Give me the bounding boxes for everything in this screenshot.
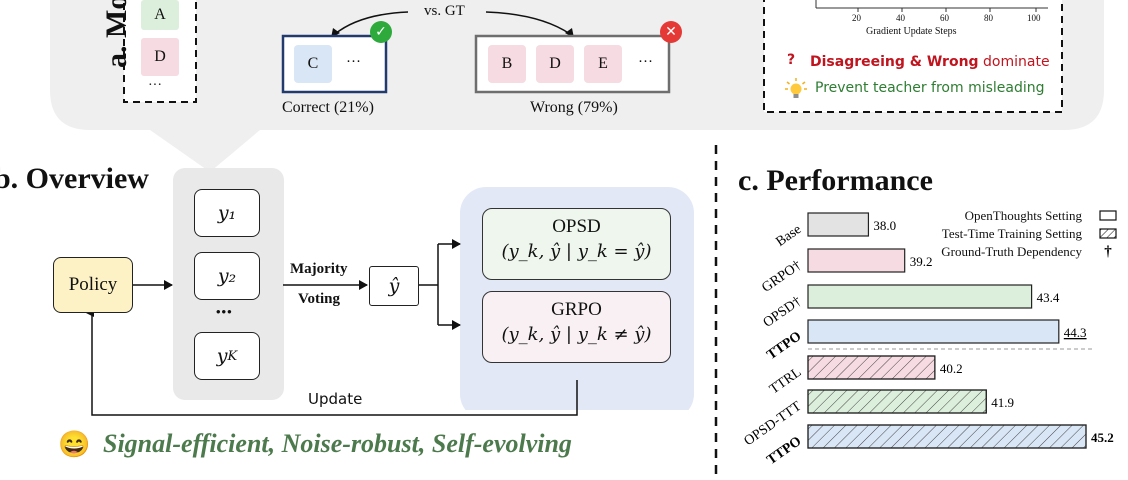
grpo-formula: (y_k, ŷ | y_k ≠ ŷ) (501, 324, 652, 345)
bar-hatch-5 (807, 355, 936, 380)
yhat-node: ŷ (369, 266, 419, 306)
note-disagreeing-bold: Disagreeing & Wrong (810, 54, 979, 70)
policy-node: Policy (53, 257, 133, 313)
wrong-item-d: D (536, 45, 574, 83)
update-label: Update (308, 390, 363, 408)
opsd-formula: (y_k, ŷ | y_k = ŷ) (501, 241, 652, 262)
wrong-item-e: E (584, 45, 622, 83)
correct-label: Correct (21%) (282, 99, 374, 116)
cross-icon: ✕ (660, 21, 682, 43)
legend-openthoughts: OpenThoughts Setting (964, 208, 1082, 223)
tick-40: 40 (896, 13, 905, 23)
panel-a-title-wrap: a. Mo (56, 0, 133, 68)
opsd-name: OPSD (552, 216, 601, 237)
tagline: Signal-efficient, Noise-robust, Self-evo… (103, 429, 572, 458)
tick-80: 80 (984, 13, 993, 23)
tick-20: 20 (852, 13, 861, 23)
panel-c-title: c. Performance (738, 164, 933, 197)
correct-item-c: C (294, 45, 332, 83)
left-item-a: A (141, 0, 179, 30)
wrong-item-b: B (488, 45, 526, 83)
lightbulb-icon (785, 78, 807, 100)
grpo-node: GRPO (y_k, ŷ | y_k ≠ ŷ) (482, 291, 671, 363)
value-label-4: 44.3 (1064, 325, 1087, 340)
note-disagreeing: Disagreeing & Wrong dominate (810, 54, 1050, 70)
note-disagreeing-rest: dominate (978, 54, 1050, 70)
legend-ttt: Test-Time Training Setting (941, 226, 1082, 241)
chart-xlabel: Gradient Update Steps (866, 26, 957, 37)
value-label-2: 39.2 (910, 254, 933, 269)
note-prevent: Prevent teacher from misleading (815, 80, 1045, 96)
left-item-more: ··· (148, 78, 162, 93)
wrong-label: Wrong (79%) (530, 99, 618, 116)
tick-100: 100 (1027, 13, 1041, 23)
voting-label: Voting (298, 291, 340, 307)
panel-b-title: b. Overview (0, 162, 149, 195)
sample-ellipsis: ••• (216, 304, 233, 319)
panel-divider (714, 145, 718, 480)
bar-1 (807, 212, 870, 237)
bar-hatch-7 (807, 424, 1087, 449)
sample-y2: y₂ (194, 252, 260, 300)
category-label-4: TTPO (764, 329, 804, 363)
left-item-d: D (141, 38, 179, 76)
check-icon: ✓ (370, 21, 392, 43)
category-label-7: TTPO (764, 434, 804, 468)
value-label-3: 43.4 (1037, 290, 1060, 305)
performance-chart: 38.0Base39.2GRPO†43.4OPSD†44.3TTPO40.2TT… (742, 210, 1117, 468)
bar-4 (807, 319, 1060, 344)
category-label-1: Base (773, 222, 804, 250)
opsd-node: OPSD (y_k, ŷ | y_k = ŷ) (482, 208, 671, 280)
value-label-6: 41.9 (991, 395, 1014, 410)
value-label-7: 45.2 (1091, 430, 1114, 445)
vs-gt-label: vs. GT (424, 3, 465, 19)
value-label-5: 40.2 (940, 361, 963, 376)
legend-marker-plain (1099, 210, 1117, 221)
category-label-3: OPSD† (761, 294, 805, 331)
wrong-more: ··· (638, 54, 653, 70)
bar-hatch-6 (807, 389, 987, 414)
bar-2 (807, 248, 906, 273)
category-label-2: GRPO† (759, 258, 804, 296)
grpo-name: GRPO (551, 299, 602, 320)
panel-a-title: a. Mo (100, 0, 133, 68)
bar-3 (807, 284, 1033, 309)
chart-legend: OpenThoughts Setting Test-Time Training … (941, 207, 1082, 261)
tick-60: 60 (940, 13, 949, 23)
sample-y1: y₁ (194, 189, 260, 237)
majority-label: Majority (290, 261, 348, 277)
legend-marker-hatched (1099, 228, 1117, 239)
question-icon: ? (787, 52, 796, 68)
smile-emoji-icon: 😄 (58, 430, 91, 459)
value-label-1: 38.0 (873, 218, 896, 233)
dagger-icon: † (1104, 244, 1112, 260)
category-label-5: TTRL (767, 365, 804, 397)
legend-gt-dependency: Ground-Truth Dependency (941, 244, 1082, 259)
correct-more: ··· (346, 54, 361, 70)
update-loop-arrow (84, 307, 578, 416)
